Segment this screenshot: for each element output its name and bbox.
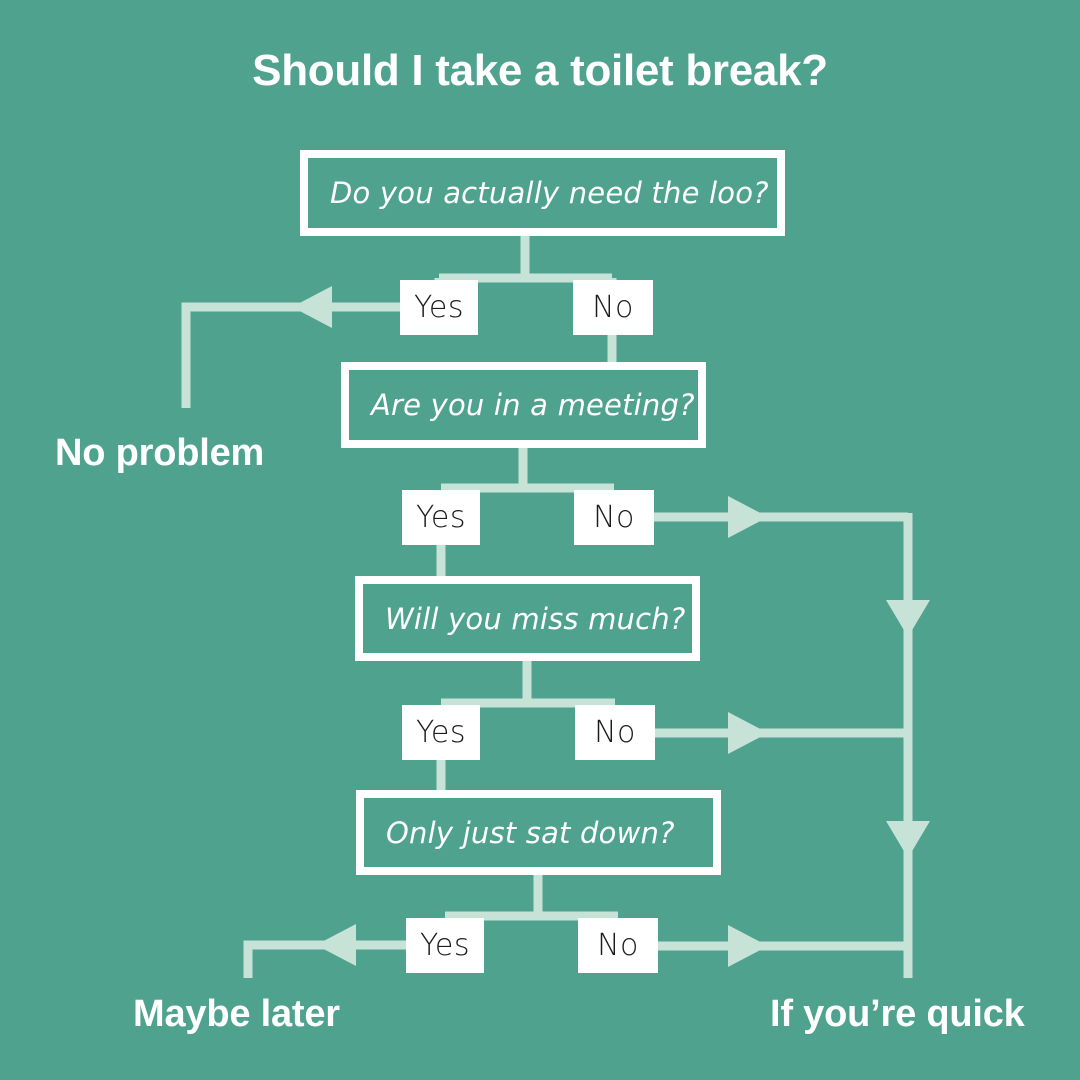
answer-yes-1[interactable]: Yes — [400, 280, 478, 335]
arrowhead-right-d3no — [728, 712, 768, 754]
answer-no-4-label: No — [597, 928, 639, 963]
answer-no-1[interactable]: No — [573, 280, 653, 335]
answer-no-1-label: No — [592, 290, 634, 325]
decision-1-text: Do you actually need the loo? — [330, 176, 769, 210]
arrowhead-right-d4no — [728, 925, 768, 967]
decision-box-2[interactable]: Are you in a meeting? — [341, 362, 706, 448]
decision-box-3[interactable]: Will you miss much? — [355, 576, 700, 661]
page-title: Should I take a toilet break? — [252, 46, 828, 95]
answer-yes-3-label: Yes — [416, 715, 466, 750]
answer-yes-4[interactable]: Yes — [406, 918, 484, 973]
arrowhead-down-trunk-lower — [886, 821, 930, 858]
answer-yes-2[interactable]: Yes — [402, 490, 480, 545]
decision-4-text: Only just sat down? — [386, 815, 675, 850]
answer-no-2[interactable]: No — [574, 490, 654, 545]
answer-yes-4-label: Yes — [420, 928, 470, 963]
arrowheads — [292, 286, 930, 967]
answer-no-4[interactable]: No — [578, 918, 658, 973]
decision-3-text: Will you miss much? — [385, 601, 686, 636]
outcome-no-problem: No problem — [55, 432, 265, 474]
decision-box-4[interactable]: Only just sat down? — [356, 790, 721, 875]
arrowhead-down-trunk-upper — [886, 600, 930, 637]
answer-yes-1-label: Yes — [414, 290, 464, 325]
decision-2-text: Are you in a meeting? — [371, 388, 695, 422]
outcome-if-youre-quick: If you’re quick — [770, 993, 1025, 1035]
outcome-maybe-later: Maybe later — [133, 993, 340, 1035]
decision-box-1[interactable]: Do you actually need the loo? — [300, 150, 785, 236]
answer-no-3-label: No — [594, 715, 636, 750]
answer-yes-2-label: Yes — [416, 500, 466, 535]
arrowhead-right-d2no — [728, 496, 768, 538]
answer-yes-3[interactable]: Yes — [402, 705, 480, 760]
answer-no-2-label: No — [593, 500, 635, 535]
arrowhead-left-maybe-later — [316, 924, 356, 966]
answer-no-3[interactable]: No — [575, 705, 655, 760]
arrowhead-left-no-problem — [292, 286, 332, 328]
